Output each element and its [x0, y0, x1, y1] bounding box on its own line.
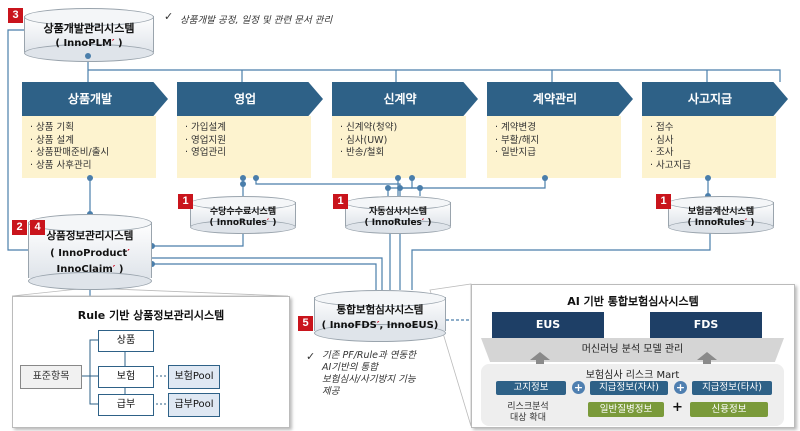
- integrated-sub: ( InnoFDS′, InnoEUS): [321, 320, 439, 331]
- rule-system-title: 보험금계산시스템: [687, 207, 755, 217]
- check-icon: ✓: [306, 350, 316, 363]
- list-item: 조사: [650, 147, 776, 160]
- connector-dot: [417, 185, 423, 191]
- connector-dot: [149, 261, 155, 267]
- chip-credit-info: 신용정보: [690, 402, 768, 417]
- left-panel-title: Rule 기반 상품정보관리시스템: [77, 309, 225, 322]
- chip-payment-own: 지급정보(자사): [590, 381, 668, 395]
- rule-system-commission: 수당수수료시스템 ( InnoRules′ ): [190, 196, 296, 234]
- plus-icon: +: [572, 381, 585, 394]
- node-benefit: 급부: [98, 394, 154, 416]
- rule-system-sub: ( InnoRules′ ): [209, 218, 277, 228]
- connector-dot: [240, 175, 246, 181]
- list-item: 상품 사후관리: [30, 160, 156, 173]
- list-item: 심사(UW): [340, 135, 466, 148]
- connector-dot: [240, 181, 246, 187]
- list-item: 상품판매준비/출시: [30, 147, 156, 160]
- list-item: 영업관리: [185, 147, 311, 160]
- connector-dot: [542, 175, 548, 181]
- connector-dot: [385, 185, 391, 191]
- connector-dot: [409, 175, 415, 181]
- list-item: 접수: [650, 122, 776, 135]
- list-item: 상품 설계: [30, 135, 156, 148]
- stage-chevron-contract-mgmt: 계약관리: [487, 82, 633, 116]
- connector-dot: [705, 175, 711, 181]
- top-system-sub: ( InnoPLM′ ): [55, 38, 123, 49]
- eus-box: EUS: [492, 312, 604, 338]
- chip-payment-other: 지급정보(타사): [692, 381, 772, 395]
- stage-chevron-sales: 영업: [177, 82, 323, 116]
- list-item: 상품 기획: [30, 122, 156, 135]
- plus-icon: +: [672, 400, 683, 415]
- connector-dot: [85, 53, 91, 59]
- insurance-pool: 보험Pool: [168, 365, 220, 389]
- product-info-badge-4: 4: [30, 220, 45, 235]
- rule-system-auto-underwriting: 자동심사시스템 ( InnoRules′ ): [345, 196, 451, 234]
- integrated-note: 기존 PF/Rule과 연동한 AI기반의 통합 보험심사/사기방지 기능 제공: [322, 350, 416, 397]
- rule-system-title: 수당수수료시스템: [209, 207, 277, 217]
- rule-system-badge: 1: [178, 194, 193, 209]
- list-item: 계약변경: [495, 122, 621, 135]
- product-info-title: 상품정보관리시스템: [46, 230, 134, 242]
- stage-chevron-claims: 사고지급: [642, 82, 788, 116]
- list-item: 반송/철회: [340, 147, 466, 160]
- top-note: 상품개발 공정, 일정 및 관련 문서 관리: [180, 15, 333, 26]
- benefit-pool: 급부Pool: [168, 393, 220, 417]
- rule-system-badge: 1: [333, 194, 348, 209]
- list-item: 심사: [650, 135, 776, 148]
- connector-dot: [395, 175, 401, 181]
- mart-title: 보험심사 리스크 Mart: [585, 370, 680, 381]
- connector-dot: [149, 243, 155, 249]
- list-item: 영업지원: [185, 135, 311, 148]
- rule-system-sub: ( InnoRules′ ): [364, 218, 432, 228]
- stage-box-product-dev: 상품 기획 상품 설계 상품판매준비/출시 상품 사후관리: [22, 116, 156, 178]
- integrated-title: 통합보험심사시스템: [336, 304, 424, 316]
- stage-box-new-contract: 신계약(청약) 심사(UW) 반송/철회: [332, 116, 466, 178]
- list-item: 신계약(청약): [340, 122, 466, 135]
- stage-chevron-new-contract: 신계약: [332, 82, 478, 116]
- chip-disclosure: 고지정보: [496, 381, 566, 395]
- product-info-badge-2: 2: [12, 220, 27, 235]
- rule-system-title: 자동심사시스템: [369, 207, 427, 217]
- node-product: 상품: [98, 330, 154, 352]
- std-item-box: 표준항목: [20, 365, 82, 389]
- list-item: 사고지급: [650, 160, 776, 173]
- connector-dot: [397, 185, 403, 191]
- stage-box-sales: 가입설계 영업지원 영업관리: [177, 116, 311, 178]
- list-item: 부활/해지: [495, 135, 621, 148]
- product-info-sub1: ( InnoProduct′: [50, 248, 130, 259]
- right-panel-title: AI 기반 통합보험심사시스템: [567, 295, 699, 308]
- check-icon: ✓: [164, 10, 174, 23]
- plus-icon: +: [674, 381, 687, 394]
- integrated-system: 통합보험심사시스템 ( InnoFDS′, InnoEUS): [314, 290, 446, 342]
- expand-label: 리스크분석 대상 확대: [507, 402, 549, 423]
- ml-model-bar: 머신러닝 분석 모델 관리: [481, 338, 784, 362]
- stage-box-contract-mgmt: 계약변경 부활/해지 일반지급: [487, 116, 621, 178]
- top-system-cylinder: 상품개발관리시스템 ( InnoPLM′ ): [24, 8, 154, 62]
- chip-general-disease: 일반질병정보: [588, 402, 664, 417]
- top-system-badge: 3: [8, 8, 23, 23]
- stage-box-claims: 접수 심사 조사 사고지급: [642, 116, 776, 178]
- connector-dot: [253, 175, 259, 181]
- rule-system-sub: ( InnoRules′ ): [687, 218, 755, 228]
- list-item: 가입설계: [185, 122, 311, 135]
- integrated-badge: 5: [298, 316, 313, 331]
- top-system-title: 상품개발관리시스템: [43, 22, 135, 35]
- rule-system-badge: 1: [656, 194, 671, 209]
- stage-chevron-product-dev: 상품개발: [22, 82, 168, 116]
- fds-box: FDS: [650, 312, 762, 338]
- list-item: 일반지급: [495, 147, 621, 160]
- rule-system-claim-calc: 보험금계산시스템 ( InnoRules′ ): [668, 196, 774, 234]
- product-info-system: 상품정보관리시스템 ( InnoProduct′ InnoClaim′ ): [28, 214, 152, 290]
- node-insurance: 보험: [98, 366, 154, 388]
- product-info-sub2: InnoClaim′ ): [56, 264, 124, 275]
- connector-dot: [87, 175, 93, 181]
